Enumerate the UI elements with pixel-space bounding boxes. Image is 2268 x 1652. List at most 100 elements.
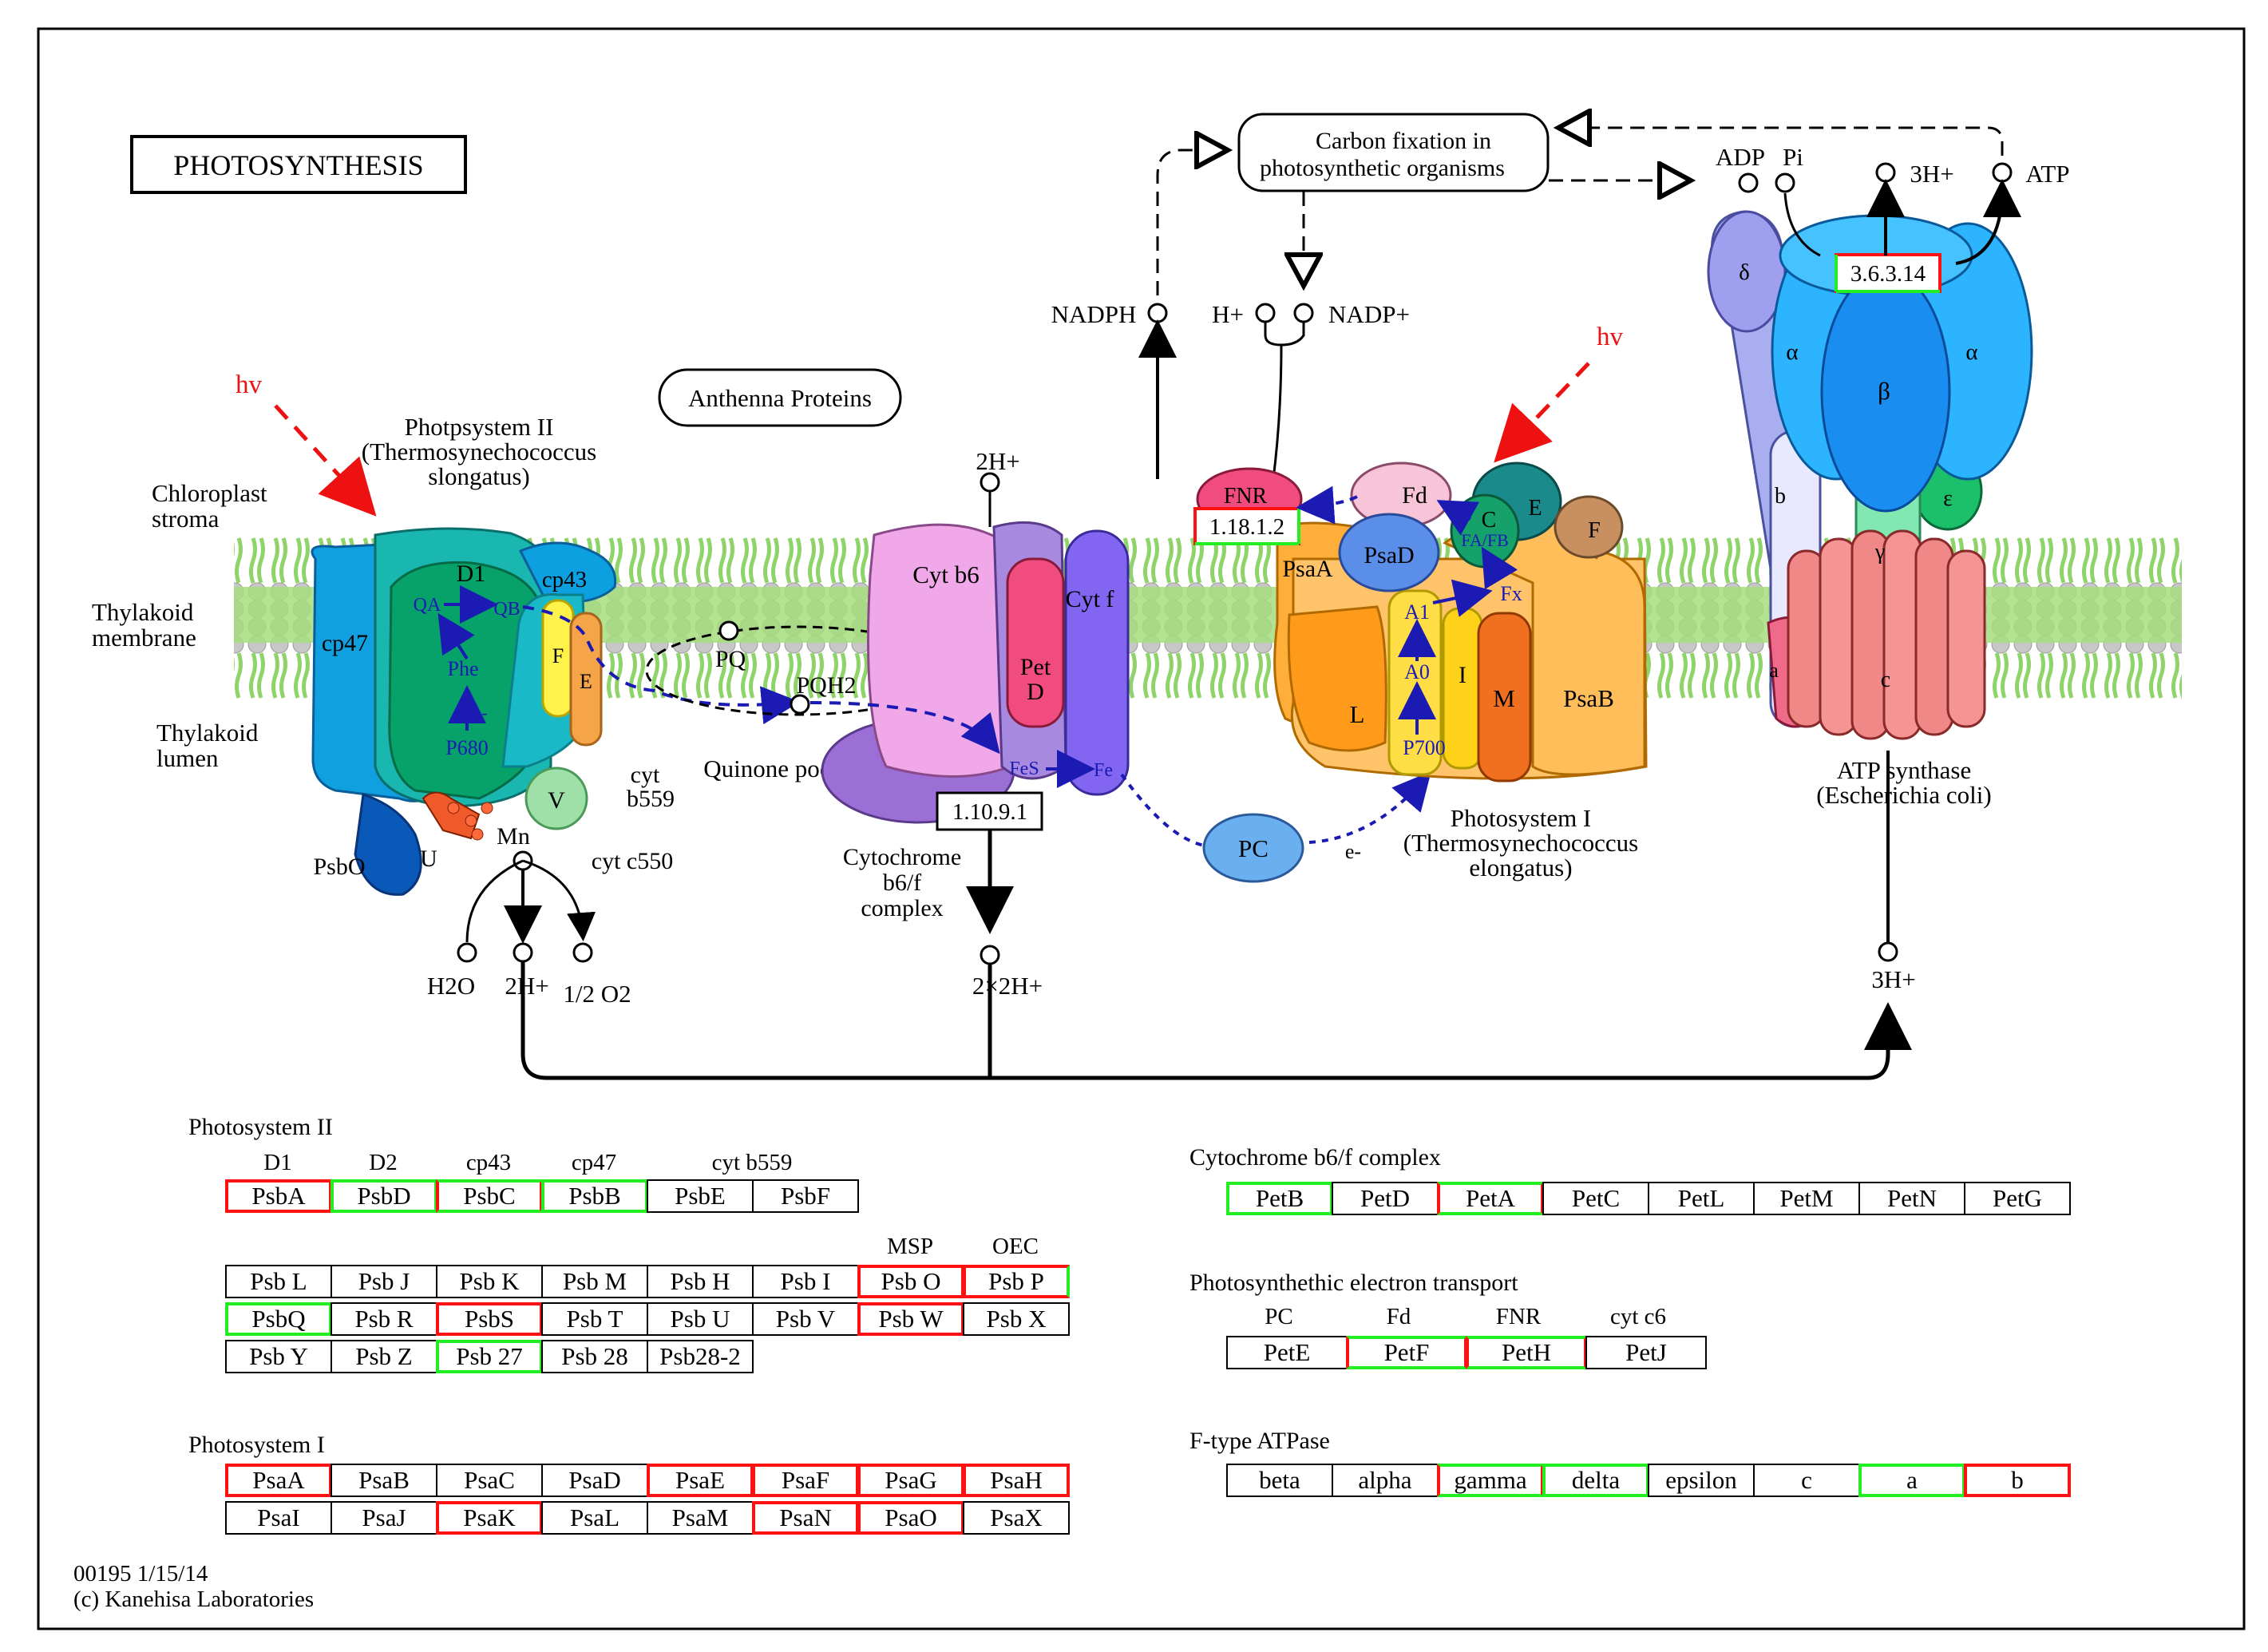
ec-label-1-18-1-2: 1.18.1.2	[1209, 514, 1284, 540]
gene-cell-petl[interactable]: PetL	[1648, 1182, 1755, 1215]
gene-cell-c[interactable]: c	[1753, 1464, 1860, 1497]
gene-cell-b[interactable]: b	[1964, 1464, 2071, 1497]
psbu-subunit[interactable]	[354, 793, 422, 896]
quinone-pool-label: Quinone pool	[703, 755, 839, 782]
psbv-subunit[interactable]	[524, 767, 588, 830]
gene-cell-beta[interactable]: beta	[1226, 1464, 1333, 1497]
pet-d-subunit[interactable]	[1006, 557, 1065, 728]
gene-cell-psax[interactable]: PsaX	[963, 1501, 1070, 1535]
gene-cell-psab[interactable]: PsaB	[331, 1464, 437, 1497]
gene-cell-psae[interactable]: PsaE	[647, 1464, 754, 1497]
gene-cell-psb-h[interactable]: Psb H	[647, 1265, 754, 1298]
gene-cell-psac[interactable]: PsaC	[436, 1464, 543, 1497]
photosystem-ii[interactable]	[311, 527, 617, 896]
carbon-fixation-box[interactable]	[1237, 113, 1550, 192]
antenna-proteins-box[interactable]	[658, 368, 902, 427]
gene-cell-psb-x[interactable]: Psb X	[963, 1302, 1070, 1336]
gene-cell-psb28-2[interactable]: Psb28-2	[647, 1340, 754, 1373]
gene-cell-psbd[interactable]: PsbD	[331, 1179, 437, 1213]
gene-cell-psb-u[interactable]: Psb U	[647, 1302, 754, 1336]
gene-cell-pete[interactable]: PetE	[1226, 1336, 1348, 1369]
cyt-f-subunit[interactable]	[1064, 529, 1130, 796]
gene-cell-psb-p[interactable]: Psb P	[963, 1265, 1070, 1298]
gene-cell-petd[interactable]: PetD	[1332, 1182, 1439, 1215]
gene-cell-petb[interactable]: PetB	[1226, 1182, 1333, 1215]
gene-cell-petc[interactable]: PetC	[1542, 1182, 1649, 1215]
gene-cell-psao[interactable]: PsaO	[857, 1501, 964, 1535]
gene-cell-psba[interactable]: PsbA	[225, 1179, 332, 1213]
cyt-b559-label-1: cyt	[631, 762, 660, 788]
gene-cell-psbc[interactable]: PsbC	[436, 1179, 543, 1213]
gene-cell-psag[interactable]: PsaG	[857, 1464, 964, 1497]
gene-cell-psb-t[interactable]: Psb T	[541, 1302, 648, 1336]
fe-label: Fe	[1094, 760, 1113, 781]
proton-node-atp-top	[1875, 162, 1896, 183]
gene-cell-psaf[interactable]: PsaF	[752, 1464, 859, 1497]
pet-d-label-1: Pet	[1020, 654, 1051, 680]
gene-cell-psb-v[interactable]: Psb V	[752, 1302, 859, 1336]
gene-cell-delta[interactable]: delta	[1542, 1464, 1649, 1497]
gene-cell-psb-o[interactable]: Psb O	[857, 1265, 964, 1298]
gene-cell-psbb[interactable]: PsbB	[541, 1179, 648, 1213]
psal-subunit[interactable]	[1287, 605, 1387, 752]
adp-label: ADP	[1716, 143, 1765, 171]
gene-cell-psb-w[interactable]: Psb W	[857, 1302, 964, 1336]
title-box	[130, 135, 467, 194]
gene-cell-gamma[interactable]: gamma	[1437, 1464, 1544, 1497]
gene-cell-psbq[interactable]: PsbQ	[225, 1302, 332, 1336]
two-h-top-label: 2H+	[976, 447, 1019, 475]
gene-cell-psan[interactable]: PsaN	[752, 1501, 859, 1535]
gene-cell-peta[interactable]: PetA	[1437, 1182, 1544, 1215]
psai-subunit[interactable]	[1442, 607, 1483, 770]
gamma-label: γ	[1874, 540, 1885, 565]
gene-cell-psbe[interactable]: PsbE	[647, 1179, 754, 1213]
c-ring[interactable]	[1787, 529, 1986, 740]
gene-cell-psb-j[interactable]: Psb J	[331, 1265, 437, 1298]
membrane-label-2: membrane	[92, 624, 196, 652]
cyt-b559-e[interactable]	[569, 612, 603, 747]
gene-cell-psb-l[interactable]: Psb L	[225, 1265, 332, 1298]
c-label-atp: c	[1881, 668, 1890, 692]
psad-subunit[interactable]	[1338, 513, 1440, 592]
gene-cell-petf[interactable]: PetF	[1346, 1336, 1467, 1369]
gene-cell-psb-r[interactable]: Psb R	[331, 1302, 437, 1336]
gene-cell-psb-m[interactable]: Psb M	[541, 1265, 648, 1298]
gene-cell-psam[interactable]: PsaM	[647, 1501, 754, 1535]
gene-cell-psb-28[interactable]: Psb 28	[541, 1340, 648, 1373]
gene-cell-petj[interactable]: PetJ	[1585, 1336, 1707, 1369]
ps2-electron-path	[437, 585, 800, 731]
gene-cell-psad[interactable]: PsaD	[541, 1464, 648, 1497]
gene-cell-peth[interactable]: PetH	[1466, 1336, 1587, 1369]
lumen-label-2: lumen	[156, 744, 219, 772]
gene-cell-psak[interactable]: PsaK	[436, 1501, 543, 1535]
gene-cell-psah[interactable]: PsaH	[963, 1464, 1070, 1497]
gene-cell-psaa[interactable]: PsaA	[225, 1464, 332, 1497]
gene-cell-epsilon[interactable]: epsilon	[1648, 1464, 1755, 1497]
carbon-fixation-label-2: photosynthetic organisms	[1260, 155, 1505, 181]
ec-box-3-6-3-14[interactable]	[1835, 253, 1941, 293]
gene-cell-alpha[interactable]: alpha	[1332, 1464, 1439, 1497]
gene-cell-psbs[interactable]: PsbS	[436, 1302, 543, 1336]
gene-cell-psb-z[interactable]: Psb Z	[331, 1340, 437, 1373]
qa-label: QA	[414, 595, 441, 616]
plastocyanin[interactable]	[1202, 813, 1304, 883]
ec-box-1-10-9-1[interactable]	[936, 791, 1043, 831]
e-minus-label: e-	[1345, 840, 1361, 863]
gene-cell-psal[interactable]: PsaL	[541, 1501, 648, 1535]
gene-cell-a[interactable]: a	[1858, 1464, 1965, 1497]
gene-cell-petg[interactable]: PetG	[1964, 1182, 2071, 1215]
gene-cell-psb-27[interactable]: Psb 27	[436, 1340, 543, 1373]
gene-cell-psbf[interactable]: PsbF	[752, 1179, 859, 1213]
gene-cell-psb-y[interactable]: Psb Y	[225, 1340, 332, 1373]
gene-cell-petn[interactable]: PetN	[1858, 1182, 1965, 1215]
psam-subunit[interactable]	[1477, 612, 1532, 782]
gene-cell-psb-k[interactable]: Psb K	[436, 1265, 543, 1298]
gene-cell-psai[interactable]: PsaI	[225, 1501, 332, 1535]
psaf-subunit[interactable]	[1554, 495, 1624, 559]
gene-cell-petm[interactable]: PetM	[1753, 1182, 1860, 1215]
gene-cell-psb-i[interactable]: Psb I	[752, 1265, 859, 1298]
a1-label: A1	[1404, 600, 1430, 624]
gene-cell-psaj[interactable]: PsaJ	[331, 1501, 437, 1535]
